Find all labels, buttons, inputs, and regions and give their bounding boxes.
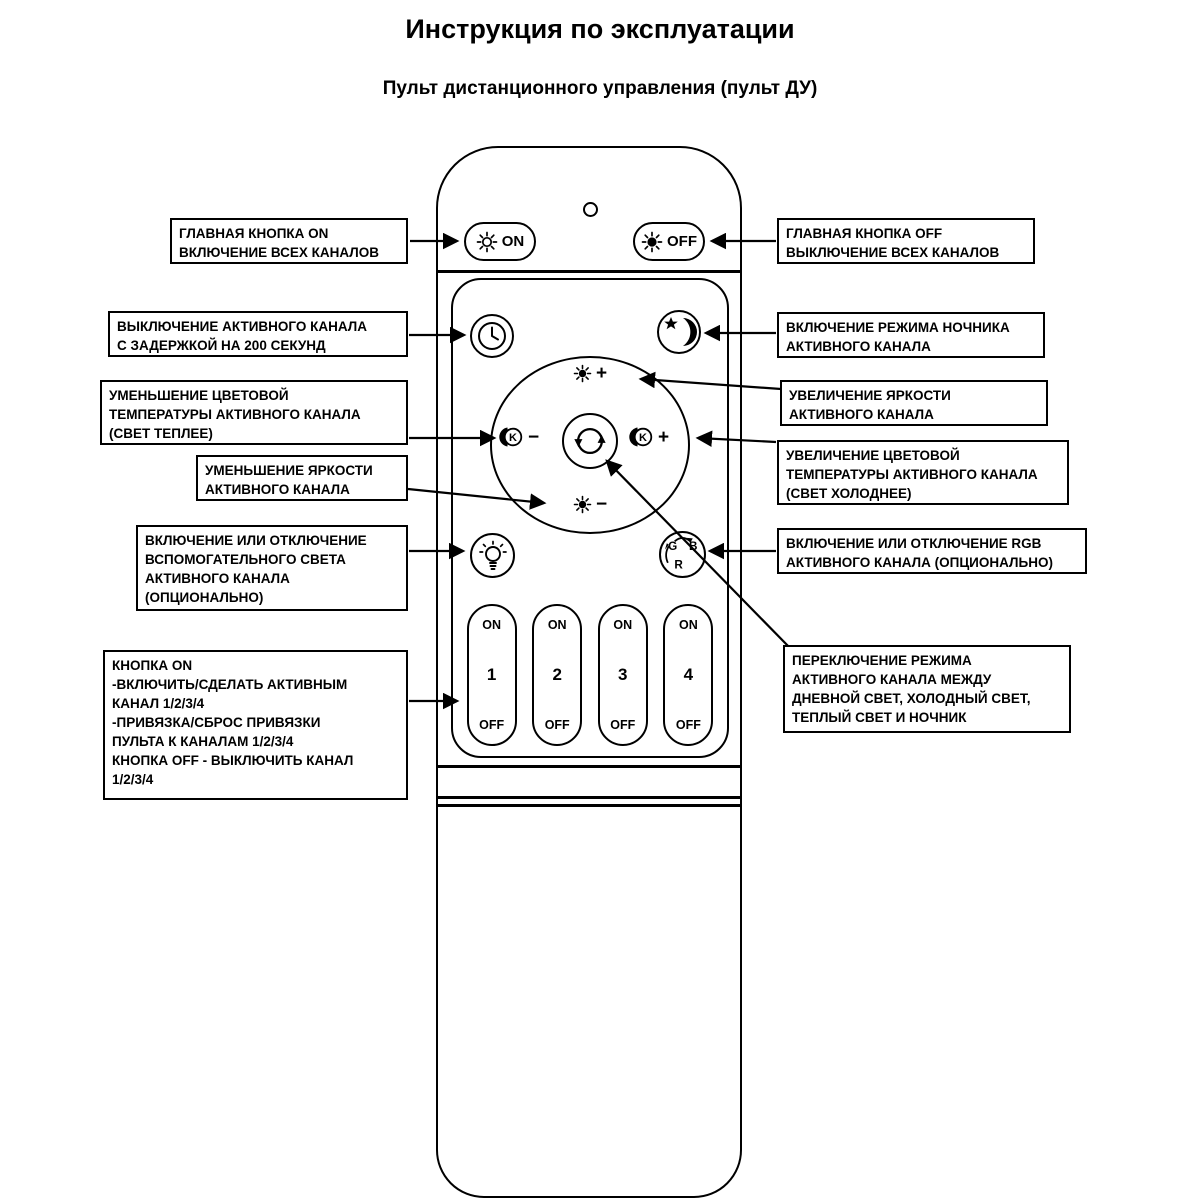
night-mode-button xyxy=(657,310,701,354)
aux-light-button xyxy=(470,533,515,578)
sun-outline-icon xyxy=(476,231,498,252)
rgb-cycle-icon: G B R xyxy=(664,536,697,571)
main-off-label: OFF xyxy=(667,233,697,250)
k-eclipse-icon: K xyxy=(629,427,653,447)
channel-off-label: OFF xyxy=(479,718,505,732)
rgb-letter-r: R xyxy=(674,558,683,571)
rgb-letter-b: B xyxy=(689,540,697,553)
color-temp-down-control: K − xyxy=(498,424,539,450)
channel-off-label: OFF xyxy=(544,718,570,732)
callout-rgb: ВКЛЮЧЕНИЕ ИЛИ ОТКЛЮЧЕНИЕ RGB АКТИВНОГО К… xyxy=(777,528,1087,574)
plus-sign: + xyxy=(658,426,670,448)
callout-brightness-down: УМЕНЬШЕНИЕ ЯРКОСТИ АКТИВНОГО КАНАЛА xyxy=(196,455,408,501)
plus-sign: + xyxy=(595,363,608,384)
channel-off-label: OFF xyxy=(675,718,701,732)
minus-sign: − xyxy=(528,426,540,448)
main-on-button: ON xyxy=(464,222,536,261)
channel-button-4: ON 4 OFF xyxy=(663,604,714,746)
callout-mode-cycle: ПЕРЕКЛЮЧЕНИЕ РЕЖИМА АКТИВНОГО КАНАЛА МЕЖ… xyxy=(783,645,1071,733)
k-letter: K xyxy=(509,432,517,444)
moon-star-icon xyxy=(664,317,697,346)
callout-brightness-up: УВЕЛИЧЕНИЕ ЯРКОСТИ АКТИВНОГО КАНАЛА xyxy=(780,380,1048,426)
channel-off-label: OFF xyxy=(610,718,636,732)
divider-line-bottom-1 xyxy=(437,796,741,799)
brightness-up-control: + xyxy=(553,364,627,383)
rgb-letter-g: G xyxy=(668,540,677,553)
divider-line-top xyxy=(437,270,741,273)
callout-temp-down: УМЕНЬШЕНИЕ ЦВЕТОВОЙ ТЕМПЕРАТУРЫ АКТИВНОГ… xyxy=(100,380,408,445)
channel-button-2: ON 2 OFF xyxy=(532,604,583,746)
clock-icon xyxy=(478,322,506,350)
callout-main-off: ГЛАВНАЯ КНОПКА OFF ВЫКЛЮЧЕНИЕ ВСЕХ КАНАЛ… xyxy=(777,218,1035,264)
page-title: Инструкция по эксплуатации xyxy=(405,14,795,44)
callout-channel-buttons: КНОПКА ON -ВКЛЮЧИТЬ/СДЕЛАТЬ АКТИВНЫМ КАН… xyxy=(103,650,408,800)
k-eclipse-icon: K xyxy=(499,427,523,447)
sun-filled-icon xyxy=(641,231,663,252)
color-temp-up-control: K + xyxy=(628,424,669,450)
callout-delay-off: ВЫКЛЮЧЕНИЕ АКТИВНОГО КАНАЛА С ЗАДЕРЖКОЙ … xyxy=(108,311,408,357)
callout-temp-up: УВЕЛИЧЕНИЕ ЦВЕТОВОЙ ТЕМПЕРАТУРЫ АКТИВНОГ… xyxy=(777,440,1069,505)
divider-line-bottom-2 xyxy=(437,804,741,807)
callout-main-on: ГЛАВНАЯ КНОПКА ON ВКЛЮЧЕНИЕ ВСЕХ КАНАЛОВ xyxy=(170,218,408,264)
channel-buttons-row: ON 1 OFF ON 2 OFF ON 3 OFF ON 4 OFF xyxy=(451,604,729,746)
bulb-icon xyxy=(478,540,507,570)
sun-small-icon xyxy=(573,495,592,514)
minus-sign: − xyxy=(595,494,608,515)
channel-button-3: ON 3 OFF xyxy=(597,604,648,746)
channel-number: 4 xyxy=(683,665,694,684)
channel-number: 1 xyxy=(486,665,497,684)
channel-on-label: ON xyxy=(547,618,567,632)
delay-off-button xyxy=(470,314,514,358)
mode-cycle-button xyxy=(562,413,618,469)
channel-on-label: ON xyxy=(679,618,698,632)
sun-small-icon xyxy=(573,364,592,383)
page-subtitle: Пульт дистанционного управления (пульт Д… xyxy=(382,78,818,99)
brightness-down-control: − xyxy=(553,495,627,514)
divider-line-middle xyxy=(437,765,741,768)
callout-night-mode: ВКЛЮЧЕНИЕ РЕЖИМА НОЧНИКА АКТИВНОГО КАНАЛ… xyxy=(777,312,1045,358)
channel-number: 2 xyxy=(552,665,562,684)
channel-on-label: ON xyxy=(613,618,633,632)
channel-button-1: ON 1 OFF xyxy=(466,604,517,746)
main-off-button: OFF xyxy=(633,222,705,261)
channel-on-label: ON xyxy=(482,618,501,632)
cycle-arrows-icon xyxy=(574,428,606,454)
callout-aux-light: ВКЛЮЧЕНИЕ ИЛИ ОТКЛЮЧЕНИЕ ВСПОМОГАТЕЛЬНОГ… xyxy=(136,525,408,611)
main-on-label: ON xyxy=(501,233,525,250)
channel-number: 3 xyxy=(618,665,628,684)
k-letter: K xyxy=(639,432,647,444)
rgb-button: G B R xyxy=(659,531,706,578)
ir-led-dot xyxy=(583,202,598,217)
